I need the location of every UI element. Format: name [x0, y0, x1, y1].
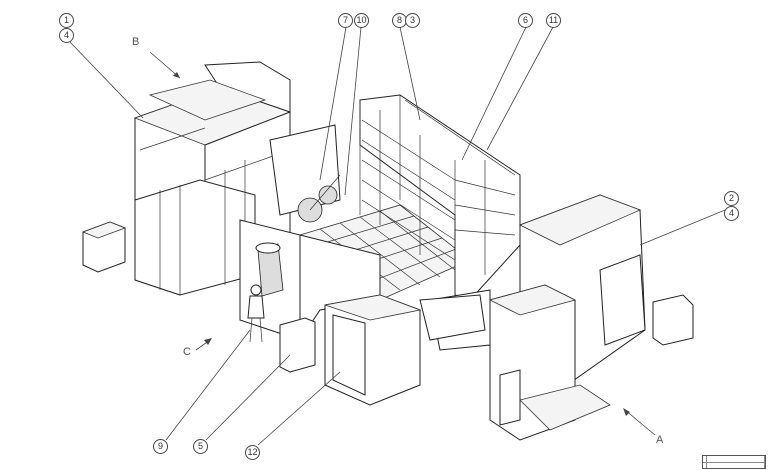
- callout-4-right: 4: [724, 206, 739, 221]
- callout-10: 10: [354, 13, 369, 28]
- callout-4-left: 4: [59, 28, 74, 43]
- callout-11: 11: [546, 13, 561, 28]
- title-block: [702, 455, 766, 469]
- callout-7: 7: [338, 13, 353, 28]
- callout-1: 1: [59, 13, 74, 28]
- leader-lines: [69, 26, 726, 446]
- callout-5: 5: [193, 439, 208, 454]
- callout-8: 8: [392, 13, 407, 28]
- callout-3: 3: [405, 13, 420, 28]
- callout-6: 6: [518, 13, 533, 28]
- front-enclosure: [279, 294, 486, 406]
- view-label-b: B: [132, 36, 140, 48]
- view-label-c: C: [183, 346, 191, 358]
- callout-2: 2: [724, 191, 739, 206]
- view-label-a: A: [656, 434, 664, 446]
- callout-9: 9: [153, 439, 168, 454]
- operator-figure: [247, 284, 265, 343]
- callout-12: 12: [245, 445, 260, 460]
